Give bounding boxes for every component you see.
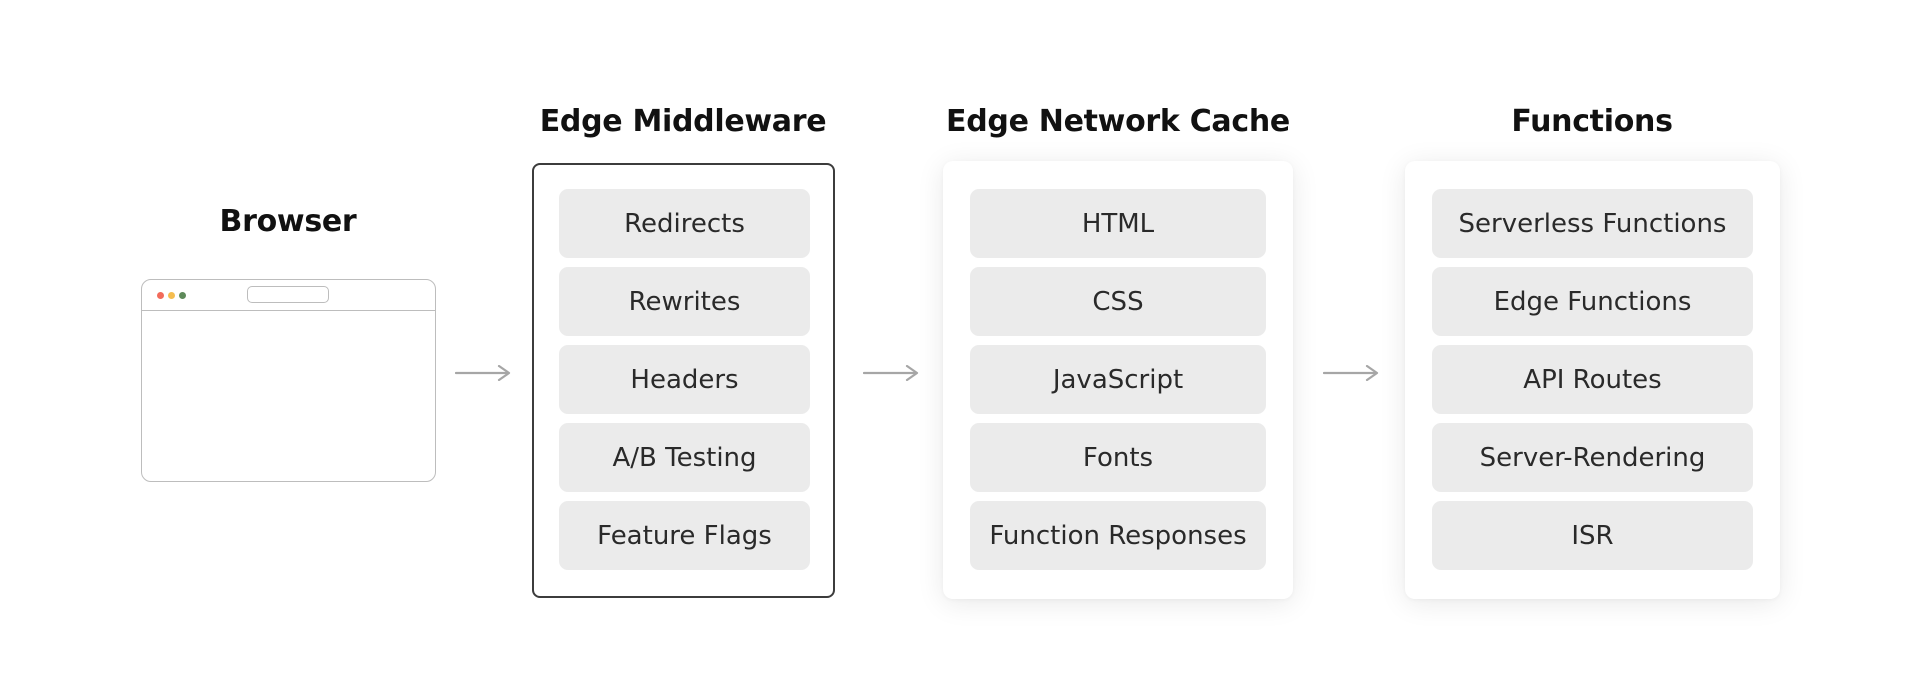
list-item: Redirects bbox=[559, 189, 810, 258]
list-item: Fonts bbox=[970, 423, 1266, 492]
functions-title: Functions bbox=[1511, 104, 1673, 139]
list-item: JavaScript bbox=[970, 345, 1266, 414]
browser-window bbox=[141, 279, 436, 482]
maximize-dot-icon bbox=[179, 292, 186, 299]
list-item: Feature Flags bbox=[559, 501, 810, 570]
list-item: API Routes bbox=[1432, 345, 1753, 414]
arrow-right-icon bbox=[863, 365, 919, 381]
list-item: Edge Functions bbox=[1432, 267, 1753, 336]
list-item: Rewrites bbox=[559, 267, 810, 336]
edge-middleware-panel: Redirects Rewrites Headers A/B Testing F… bbox=[532, 163, 835, 598]
arrow-right-icon bbox=[1323, 365, 1379, 381]
edge-network-cache-panel: HTML CSS JavaScript Fonts Function Respo… bbox=[943, 161, 1293, 599]
list-item: Function Responses bbox=[970, 501, 1266, 570]
list-item: Serverless Functions bbox=[1432, 189, 1753, 258]
edge-network-cache-title: Edge Network Cache bbox=[946, 104, 1290, 139]
minimize-dot-icon bbox=[168, 292, 175, 299]
edge-middleware-title: Edge Middleware bbox=[539, 104, 827, 139]
close-dot-icon bbox=[157, 292, 164, 299]
arrow-right-icon bbox=[455, 365, 511, 381]
list-item: HTML bbox=[970, 189, 1266, 258]
list-item: Headers bbox=[559, 345, 810, 414]
list-item: CSS bbox=[970, 267, 1266, 336]
address-bar bbox=[247, 286, 329, 303]
list-item: ISR bbox=[1432, 501, 1753, 570]
browser-title: Browser bbox=[219, 204, 357, 239]
functions-panel: Serverless Functions Edge Functions API … bbox=[1405, 161, 1780, 599]
list-item: A/B Testing bbox=[559, 423, 810, 492]
browser-toolbar bbox=[142, 280, 435, 311]
list-item: Server-Rendering bbox=[1432, 423, 1753, 492]
